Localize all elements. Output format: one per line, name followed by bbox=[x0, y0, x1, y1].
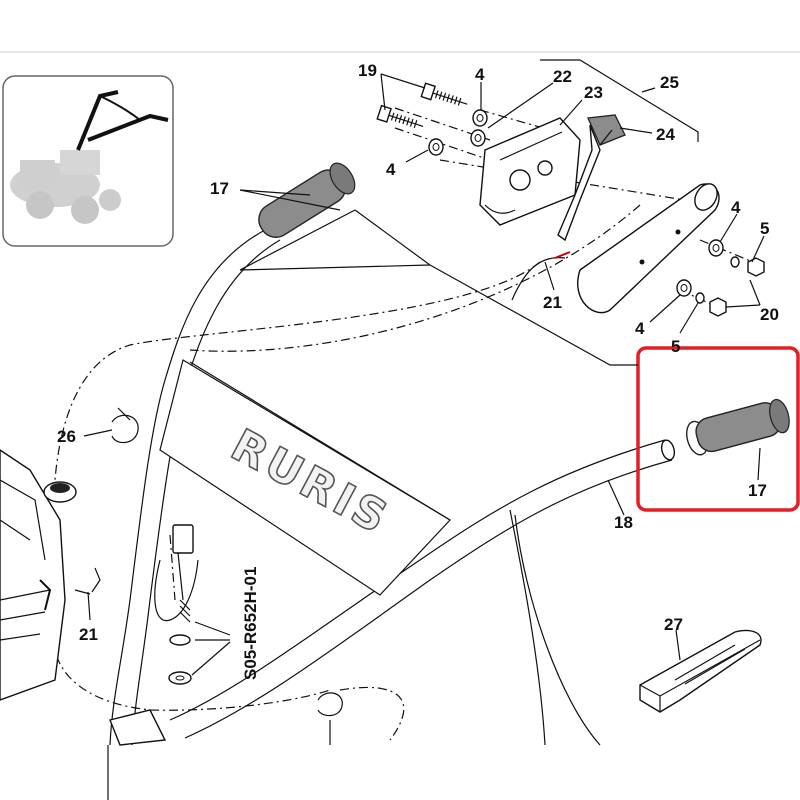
callout-21-lower: 21 bbox=[79, 625, 98, 644]
grip-upper bbox=[258, 162, 356, 238]
callout-leaders bbox=[83, 73, 765, 661]
callout-4-lower: 4 bbox=[635, 319, 645, 338]
pedal-27 bbox=[639, 629, 762, 713]
group-bracket-25 bbox=[540, 59, 699, 142]
callout-5-lower: 5 bbox=[671, 337, 680, 356]
clip-lower bbox=[317, 692, 343, 745]
callout-21-upper: 21 bbox=[543, 293, 562, 312]
assembly-leader-lines bbox=[52, 107, 761, 741]
callout-4-top: 4 bbox=[475, 65, 485, 84]
callout-17-highlighted: 17 bbox=[748, 481, 767, 500]
highlight-frame bbox=[636, 346, 800, 512]
washers-and-nuts bbox=[428, 109, 765, 317]
callout-4-left: 4 bbox=[386, 160, 396, 179]
callout-26: 26 bbox=[57, 427, 76, 446]
clip-26 bbox=[111, 407, 139, 444]
callout-numbers: 19 4 22 25 23 24 4 17 4 5 21 20 4 5 26 1… bbox=[57, 61, 779, 644]
overview-thumbnail bbox=[2, 75, 174, 247]
drawing-code: S05-R652H-01 bbox=[241, 567, 260, 680]
callout-22: 22 bbox=[553, 67, 572, 86]
handlebar-frame bbox=[107, 229, 676, 800]
callout-4-right: 4 bbox=[731, 198, 741, 217]
callout-23: 23 bbox=[584, 83, 603, 102]
pin-assembly bbox=[154, 524, 231, 685]
control-bracket bbox=[479, 114, 626, 242]
callout-17-upper: 17 bbox=[210, 179, 229, 198]
engine-fragment bbox=[0, 449, 167, 746]
callout-5-right: 5 bbox=[760, 219, 769, 238]
grip-highlighted bbox=[686, 398, 790, 456]
callout-27: 27 bbox=[664, 615, 683, 634]
handlebar-shroud: RURIS bbox=[159, 359, 451, 596]
callout-19: 19 bbox=[358, 61, 377, 80]
cable-21-upper bbox=[511, 251, 571, 301]
bolts-19 bbox=[376, 82, 468, 128]
mounting-tube bbox=[577, 183, 720, 314]
callout-24: 24 bbox=[656, 125, 675, 144]
callout-20: 20 bbox=[760, 305, 779, 324]
callout-18: 18 bbox=[614, 513, 633, 532]
callout-25: 25 bbox=[660, 73, 679, 92]
